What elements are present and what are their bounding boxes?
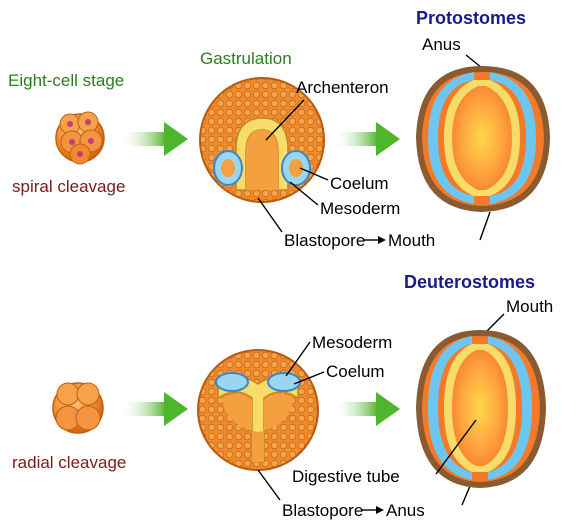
blastopore-leader-top [257, 197, 283, 233]
eight-cell-stage-label: Eight-cell stage [8, 71, 124, 90]
gastrula-top [199, 77, 325, 203]
anus-leader-top [465, 54, 483, 69]
eight-cell-embryo-bottom [52, 382, 104, 434]
gastrulation-label: Gastrulation [200, 49, 292, 68]
blastopore-to-fate-arrow-top [364, 236, 386, 244]
mouth-leader-bottom [485, 313, 505, 333]
coelum-label-top: Coelum [330, 174, 389, 193]
arrow-bottom-2 [336, 392, 400, 426]
anus-leader-bottom [461, 485, 471, 506]
deuterostomes-title: Deuterostomes [404, 272, 535, 292]
protostome-embryo [416, 66, 550, 212]
digestive-tube-label: Digestive tube [292, 467, 400, 486]
eight-cell-embryo-top [55, 111, 105, 165]
blastopore-leader-bottom [257, 469, 281, 501]
arrow-bottom-1 [124, 392, 188, 426]
archenteron-leader [265, 99, 305, 141]
radial-cleavage-label: radial cleavage [12, 453, 126, 472]
arrow-top-2 [336, 122, 400, 156]
coelum-label-bottom: Coelum [326, 362, 385, 381]
mesoderm-label-bottom: Mesoderm [312, 333, 392, 352]
arrow-top-1 [124, 122, 188, 156]
protostomes-title: Protostomes [416, 8, 526, 28]
coelum-leader-bottom [293, 371, 325, 385]
spiral-cleavage-label: spiral cleavage [12, 177, 125, 196]
digestive-tube-leader [435, 419, 477, 475]
mesoderm-label-top: Mesoderm [320, 199, 400, 218]
mouth-label-bottom: Mouth [506, 297, 553, 316]
mesoderm-leader-top [289, 181, 319, 206]
deuterostome-embryo [416, 330, 546, 488]
blastopore-label-bottom: Blastopore [282, 501, 363, 520]
coelum-leader-top [299, 167, 329, 181]
gastrula-bottom [197, 349, 319, 471]
mouth-fate-label-top: Mouth [388, 231, 435, 250]
blastopore-to-fate-arrow-bottom [362, 506, 384, 514]
mesoderm-leader-bottom [285, 341, 311, 377]
blastopore-label-top: Blastopore [284, 231, 365, 250]
archenteron-label: Archenteron [296, 78, 389, 97]
anus-fate-label-bottom: Anus [386, 501, 425, 520]
anus-label-top: Anus [422, 35, 461, 54]
mouth-leader-top [479, 211, 491, 241]
